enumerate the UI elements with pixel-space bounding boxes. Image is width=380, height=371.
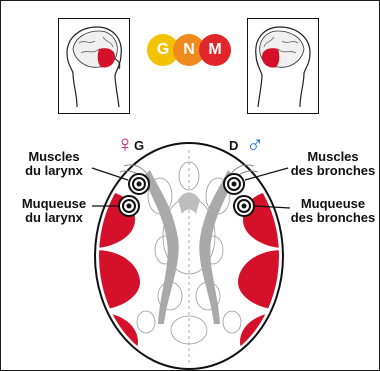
label-line: du larynx (14, 164, 94, 178)
label-line: Muqueuse (14, 197, 94, 211)
leader-muscles-larynx (92, 168, 128, 180)
female-symbol-icon: ♀ (116, 133, 134, 157)
side-label-left: G (134, 138, 144, 153)
label-muqueuse-larynx: Muqueuse du larynx (14, 197, 94, 225)
label-line: Muscles (288, 150, 378, 164)
larynx-muscle-target-icon (129, 174, 149, 194)
side-label-right: D (229, 138, 238, 153)
label-muscles-larynx: Muscles du larynx (14, 150, 94, 178)
male-symbol-icon: ♂ (246, 133, 264, 157)
larynx-mucosa-target-icon (119, 196, 139, 216)
label-muqueuse-bronches: Muqueuse des bronches (288, 197, 378, 225)
label-muscles-bronches: Muscles des bronches (288, 150, 378, 178)
label-line: des bronches (288, 164, 378, 178)
label-line: du larynx (14, 211, 94, 225)
label-line: Muscles (14, 150, 94, 164)
bronchi-muscle-target-icon (224, 174, 244, 194)
label-line: des bronches (288, 211, 378, 225)
bronchi-mucosa-target-icon (234, 196, 254, 216)
label-line: Muqueuse (288, 197, 378, 211)
